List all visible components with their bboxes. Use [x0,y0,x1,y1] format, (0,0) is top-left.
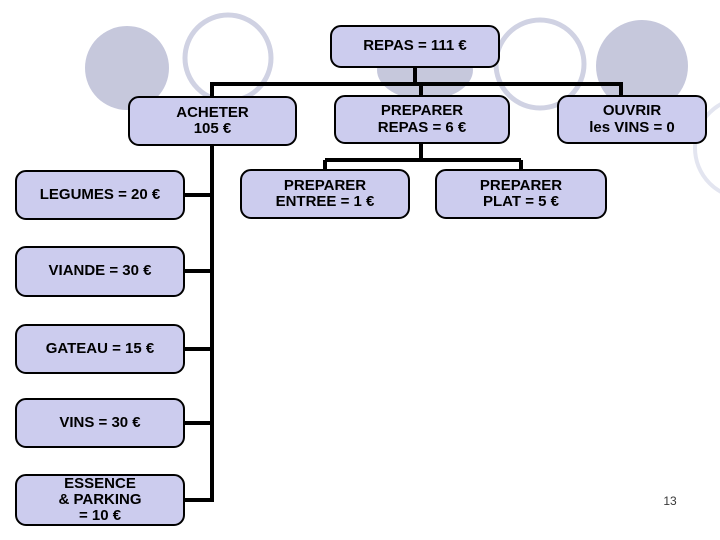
node-label: = 10 € [78,507,122,524]
node-acheter: ACHETER 105 € [128,96,297,146]
node-label: OUVRIR [602,102,662,119]
node-label: PREPARER [283,176,367,194]
node-repas: REPAS = 111 € [330,25,500,68]
decorative-ring-circle [182,12,274,104]
node-label: PLAT = 5 € [483,193,559,210]
node-label: LEGUMES = 20 € [39,185,161,203]
node-label: VIANDE = 30 € [48,262,152,280]
node-label: REPAS = 111 € [363,37,467,55]
decorative-circle [85,26,169,110]
node-preparer-plat: PREPARER PLAT = 5 € [435,169,607,219]
node-label: PREPARER [479,176,563,194]
node-vins: VINS = 30 € [15,398,185,448]
node-label: REPAS = 6 € [377,118,467,136]
node-label: & PARKING [58,491,142,508]
node-legumes: LEGUMES = 20 € [15,170,185,220]
page-number: 13 [663,494,677,508]
node-label: 105 € [193,120,232,137]
node-preparer-entree: PREPARER ENTREE = 1 € [240,169,410,219]
node-label: ENTREE = 1 € [275,193,375,210]
connector-lines [184,66,623,502]
node-label: PREPARER [380,102,464,119]
node-gateau: GATEAU = 15 € [15,324,185,374]
node-label: ESSENCE [64,475,136,492]
decorative-ring-circle [693,102,720,194]
node-label: les VINS = 0 [589,118,675,136]
node-label: VINS = 30 € [59,413,141,431]
node-label: ACHETER [176,103,249,121]
node-preparer-repas: PREPARER REPAS = 6 € [334,95,510,144]
node-label: GATEAU = 15 € [45,339,155,357]
node-viande: VIANDE = 30 € [15,246,185,297]
node-ouvrir: OUVRIR les VINS = 0 [557,95,707,144]
node-essence-parking: ESSENCE & PARKING = 10 € [15,474,185,526]
